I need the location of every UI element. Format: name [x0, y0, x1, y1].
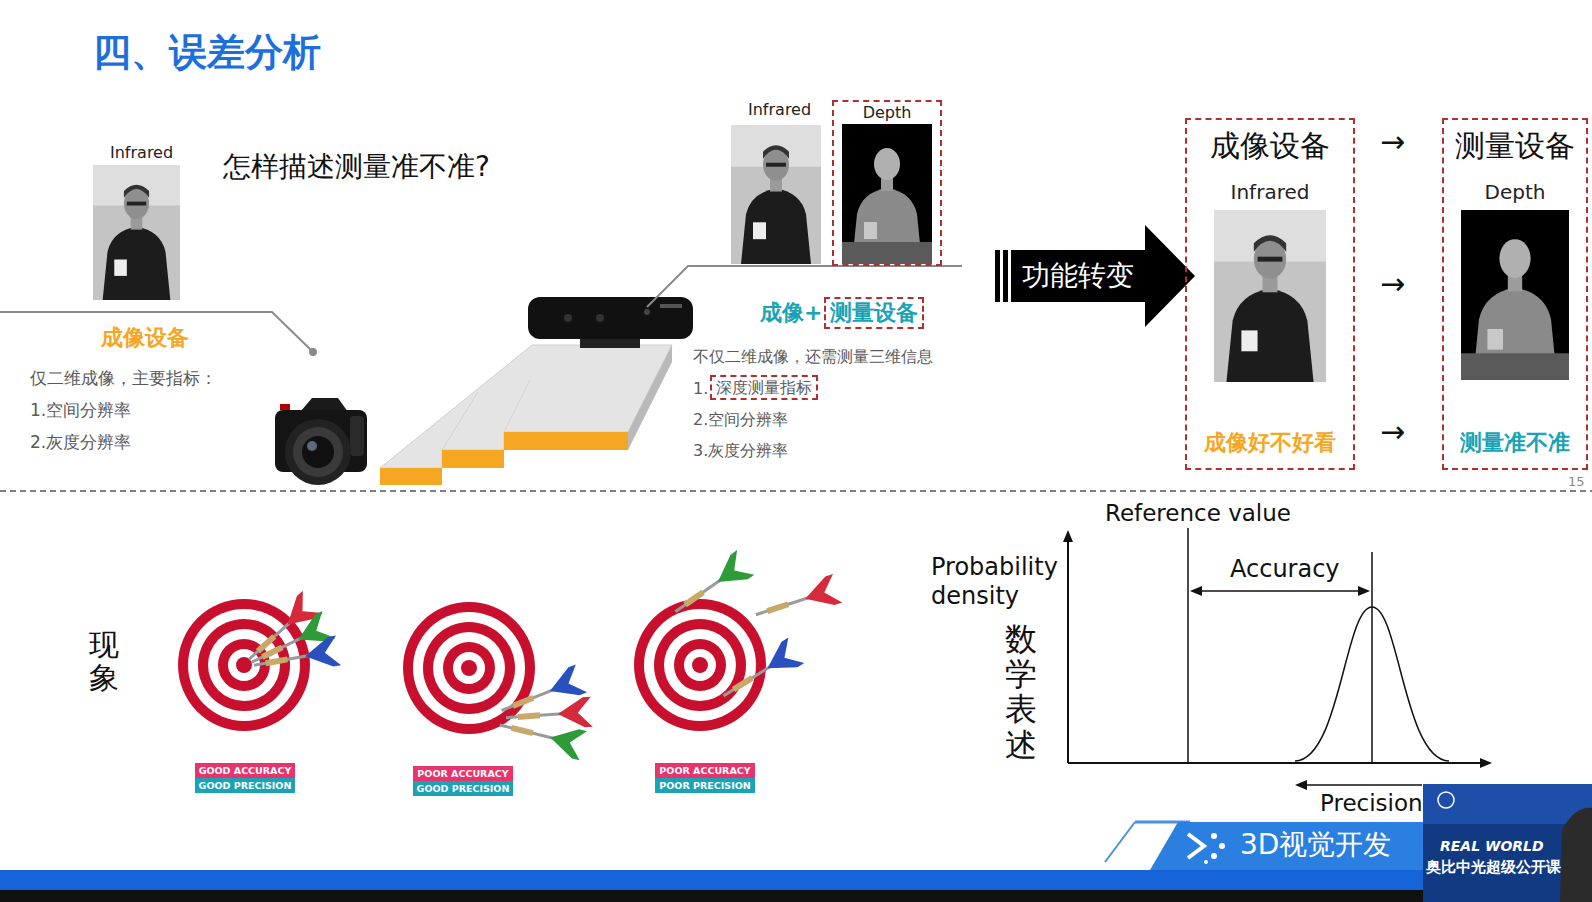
accuracy-tag: GOOD PRECISION: [413, 781, 513, 796]
description-text: 仅二维成像，主要指标：: [30, 368, 217, 388]
tag-text: POOR ACCURACY: [655, 763, 755, 778]
infrared-photo: [93, 165, 180, 300]
image-caption: Infrared: [110, 143, 173, 162]
arrow-part: [995, 250, 1000, 302]
dartboard: [403, 602, 535, 734]
accuracy-tag: POOR ACCURACY: [413, 766, 513, 781]
page-number: 15: [1568, 474, 1585, 490]
infrared-photo: [1214, 210, 1326, 382]
depth-image: [1461, 210, 1569, 380]
image-caption: Infrared: [1187, 180, 1353, 204]
panel-heading: 测量设备: [1444, 128, 1586, 164]
arrow-glyph: →: [1380, 124, 1405, 160]
arrow-part: [1003, 250, 1008, 302]
panel-heading: 成像设备: [1187, 128, 1353, 164]
tag-text: POOR ACCURACY: [413, 766, 513, 781]
category-label: 成像设备: [101, 325, 189, 351]
accuracy-tag: POOR ACCURACY: [655, 763, 755, 778]
list-item: 3.灰度分辨率: [693, 441, 788, 460]
dart: [751, 574, 842, 629]
dashed-highlight-box: Depth: [832, 100, 942, 266]
overlay-text: 奥比中光超级公开课: [1426, 858, 1561, 876]
question-text: 怎样描述测量准不准?: [223, 150, 490, 184]
infrared-photo: [731, 125, 821, 264]
arrow-glyph: →: [1380, 266, 1405, 302]
tag-text: GOOD PRECISION: [195, 778, 295, 793]
dashed-highlight-box: 深度测量指标: [710, 375, 818, 400]
dimension-label: Accuracy: [1230, 555, 1340, 584]
arrow-text: 功能转变: [1011, 225, 1145, 327]
dart: [496, 710, 587, 760]
leader-line: [0, 312, 313, 352]
category-label: 成像+: [760, 300, 822, 326]
camera-illustration: [275, 398, 367, 485]
overlay-text: REAL WORLD: [1440, 838, 1544, 855]
highlight-text: 测量设备: [830, 300, 918, 326]
highlight-text: 深度测量指标: [716, 378, 812, 397]
block-arrow: 功能转变: [995, 225, 1195, 327]
device-panel: 测量设备 Depth 测量准不准: [1442, 118, 1588, 470]
device-panel: 成像设备 Infrared 成像好不好看: [1185, 118, 1355, 470]
image-caption: Depth: [1444, 180, 1586, 204]
panel-footer: 测量准不准: [1444, 430, 1586, 456]
list-item: 2.灰度分辨率: [30, 432, 131, 452]
tag-text: POOR PRECISION: [655, 778, 755, 793]
section-label: 现象: [89, 628, 119, 694]
footer-band: [0, 822, 1592, 902]
dart: [251, 636, 341, 680]
dart: [715, 638, 804, 709]
image-caption: Infrared: [748, 100, 811, 119]
dartboard: [634, 599, 766, 731]
accuracy-tag: POOR PRECISION: [655, 778, 755, 793]
section-separator: [0, 490, 1592, 492]
dart: [667, 550, 755, 624]
footer-text: 3D视觉开发: [1240, 828, 1391, 862]
tag-text: GOOD PRECISION: [413, 781, 513, 796]
list-number: 1.: [693, 379, 708, 398]
image-caption: Depth: [834, 103, 940, 122]
slide-title: 四、误差分析: [93, 30, 321, 76]
description-text: 不仅二维成像，还需测量三维信息: [693, 347, 933, 366]
webcam-overlay: [1423, 784, 1592, 902]
axis-annotation: Reference value: [1105, 500, 1291, 528]
stairs-illustration: [380, 345, 672, 485]
list-item: 2.空间分辨率: [693, 410, 788, 429]
arrow-glyph: →: [1380, 414, 1405, 450]
panel-footer: 成像好不好看: [1187, 430, 1353, 456]
leader-dot: [309, 348, 317, 356]
depth-image: [842, 124, 932, 264]
arrow-part: [1011, 225, 1195, 327]
probability-chart: [1063, 528, 1492, 790]
depth-camera-device: [528, 297, 693, 348]
list-item: 1.空间分辨率: [30, 400, 131, 420]
dashed-highlight-box: 测量设备: [824, 297, 924, 329]
accuracy-tag: GOOD ACCURACY: [195, 763, 295, 778]
section-label: 数学表述: [1005, 622, 1037, 763]
dimension-label: Precision: [1320, 790, 1423, 818]
axis-title: Probability density: [931, 553, 1066, 611]
tag-text: GOOD ACCURACY: [195, 763, 295, 778]
accuracy-tag: GOOD PRECISION: [195, 778, 295, 793]
